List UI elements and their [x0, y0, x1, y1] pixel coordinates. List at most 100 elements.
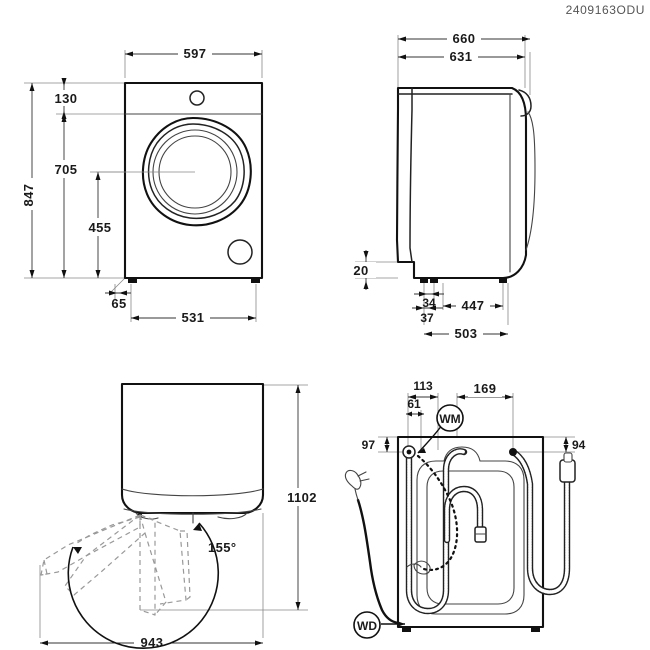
front-filter-cap — [227, 239, 253, 265]
inlet-hose-routing-dotted — [416, 454, 459, 572]
dim-label-130: 130 — [55, 91, 78, 106]
rear-foot-left — [402, 627, 411, 632]
dim-rear-inlet-61: 61 — [406, 397, 424, 417]
dim-label-531: 531 — [182, 310, 205, 325]
side-rear-knob — [518, 89, 532, 117]
dim-label-169: 169 — [474, 381, 497, 396]
water-mains-balloon-circle — [436, 404, 464, 432]
dim-label-597: 597 — [184, 46, 207, 61]
rear-panel-outline — [396, 435, 545, 629]
front-door-bezel-inner — [147, 123, 245, 220]
top-swing-arrow-end — [193, 523, 202, 531]
side-foot-rear — [499, 278, 507, 283]
dim-label-503: 503 — [455, 326, 478, 341]
dim-top-depth-1102: 1102 — [286, 385, 318, 610]
rear-foot-right — [531, 627, 540, 632]
dim-label-113: 113 — [413, 379, 433, 393]
front-foot-left — [128, 278, 137, 283]
side-body-profile — [395, 86, 528, 280]
dim-label-34: 34 — [422, 296, 436, 310]
inlet-routing-clip-detail — [413, 560, 431, 575]
inlet-hose-coiled-spare — [443, 485, 487, 544]
water-mains-balloon-label: WM — [439, 412, 460, 426]
dim-front-width-597: 597 — [125, 45, 262, 61]
side-foot-front — [420, 278, 428, 283]
top-door-ghost-open-60-edge — [180, 530, 191, 601]
dim-rear-drain-169: 169 — [457, 381, 513, 400]
dim-front-door-705: 705 — [50, 114, 82, 278]
top-view-extension-lines — [39, 384, 308, 638]
dim-label-631: 631 — [450, 49, 473, 64]
top-door-ghost-open-90 — [139, 514, 156, 616]
dim-label-155-deg: 155° — [208, 540, 237, 555]
dim-rear-drain-height-94: 94 — [563, 437, 586, 452]
drain-hose-outlet — [509, 448, 517, 456]
drain-hose-clip — [560, 460, 575, 482]
dim-label-61: 61 — [407, 397, 421, 411]
dim-label-94: 94 — [572, 438, 586, 452]
front-view: 597 847 130 705 — [21, 45, 264, 326]
dim-front-foot-65: 65 — [105, 290, 131, 311]
top-door-ghost-open-60 — [139, 514, 187, 605]
rear-view: 113 61 169 97 94 — [344, 379, 586, 639]
side-door-front-face — [409, 87, 413, 263]
rear-service-aperture — [416, 446, 525, 615]
dim-side-foot-37: 37 — [412, 305, 443, 325]
top-view-door-swing: 1102 943 — [39, 382, 318, 650]
dim-side-depth-660: 660 — [398, 31, 530, 47]
front-foot-right — [251, 278, 260, 283]
top-door-ghost-trail — [73, 516, 141, 546]
power-plug-body — [344, 469, 362, 490]
dim-label-455: 455 — [89, 220, 112, 235]
dim-front-door-455: 455 — [84, 172, 116, 278]
power-cord — [344, 469, 400, 625]
dim-front-feet-531: 531 — [131, 310, 256, 326]
dim-side-foot-34: 34 — [414, 291, 444, 310]
top-foot-mark-right — [217, 512, 248, 520]
front-program-knob — [189, 90, 205, 106]
top-foot-mark-left — [135, 512, 159, 520]
dim-label-660: 660 — [453, 31, 476, 46]
front-cabinet-body — [123, 81, 264, 280]
dim-side-feet-447: 447 — [443, 298, 503, 314]
water-drain-balloon-label: WD — [357, 619, 377, 633]
dim-side-depth-631: 631 — [398, 49, 525, 65]
dim-label-1102: 1102 — [287, 490, 317, 505]
dim-label-847: 847 — [21, 184, 36, 207]
dim-side-clearance-20: 20 — [348, 250, 376, 290]
water-mains-balloon: WM — [417, 404, 464, 454]
dim-label-37: 37 — [420, 311, 434, 325]
dim-rear-inlet-113: 113 — [408, 379, 438, 400]
dim-rear-inlet-height-97: 97 — [362, 437, 390, 452]
drawing-code: 2409163ODU — [566, 3, 645, 17]
top-door-swing-arc — [67, 522, 220, 649]
top-front-facia-band — [121, 488, 264, 497]
top-door-ghost-open-90-edge — [144, 532, 167, 616]
front-door-bezel-outer — [141, 116, 252, 227]
power-plug-pins — [357, 471, 370, 482]
top-swing-arrow-start — [73, 547, 82, 554]
water-drain-balloon: WD — [353, 611, 405, 639]
side-foot-front-2 — [430, 278, 438, 283]
dim-label-20: 20 — [353, 263, 368, 278]
water-drain-balloon-circle — [353, 611, 381, 639]
inlet-routing-clip-detail-2 — [406, 563, 422, 568]
dim-label-97: 97 — [362, 438, 376, 452]
water-inlet-hose — [402, 445, 468, 615]
water-drain-hose — [509, 448, 576, 596]
top-door-ghost-open-155-edge — [40, 559, 48, 576]
dim-front-height-847: 847 — [21, 83, 44, 278]
dim-label-705: 705 — [55, 162, 78, 177]
top-door-ghost-open-mid — [64, 514, 146, 596]
top-cabinet-outline — [120, 382, 265, 515]
top-door-ghost-open-155 — [40, 514, 141, 576]
dim-side-depth-503: 503 — [424, 326, 508, 342]
side-view: 660 631 20 34 — [348, 31, 536, 342]
side-rear-bulge — [525, 111, 536, 251]
power-plug-strain-relief — [354, 488, 359, 501]
dim-label-65: 65 — [111, 296, 126, 311]
dim-front-panel-130: 130 — [50, 78, 82, 119]
rear-service-aperture-inner — [426, 470, 515, 605]
dim-label-447: 447 — [462, 298, 485, 313]
